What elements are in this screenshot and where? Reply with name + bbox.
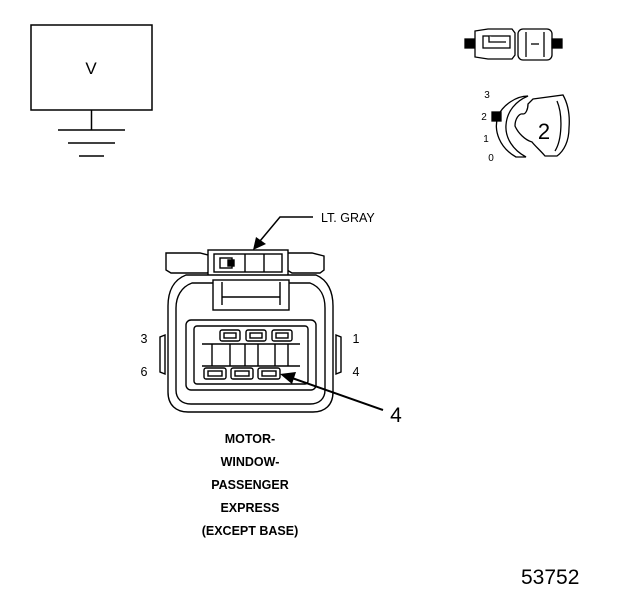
cavity-label-6: 6 bbox=[141, 365, 148, 379]
caption-line-4: EXPRESS bbox=[220, 501, 280, 515]
connector-face bbox=[159, 249, 342, 413]
voltmeter-symbol: V bbox=[85, 59, 97, 78]
cavity-label-3: 3 bbox=[141, 332, 148, 346]
connector-callout: 4 bbox=[390, 404, 402, 427]
caption-line-1: MOTOR- bbox=[224, 432, 276, 446]
caption-line-3: PASSENGER bbox=[211, 478, 289, 492]
terminal-pin-label-2: 2 bbox=[481, 112, 487, 123]
terminal-pin-label-1: 1 bbox=[483, 134, 489, 145]
terminal-pin-label-0: 0 bbox=[488, 153, 494, 164]
cavity-label-4: 4 bbox=[353, 365, 360, 379]
figure-number: 53752 bbox=[521, 566, 580, 589]
caption-line-2: WINDOW- bbox=[220, 455, 280, 469]
terminal-pictogram bbox=[464, 28, 563, 61]
terminal-key-pictogram bbox=[491, 94, 570, 158]
terminal-pin-label-3: 3 bbox=[484, 90, 490, 101]
connector-caption: MOTOR- WINDOW- PASSENGER EXPRESS (EXCEPT… bbox=[150, 428, 350, 543]
cavity-label-1: 1 bbox=[353, 332, 360, 346]
wire-color-label: LT. GRAY bbox=[321, 211, 375, 225]
callout-arrow bbox=[280, 372, 384, 411]
caption-line-5: (EXCEPT BASE) bbox=[201, 524, 299, 538]
wire-color-leader bbox=[253, 216, 313, 250]
terminal-key-callout: 2 bbox=[538, 119, 550, 144]
voltmeter-ground-symbol bbox=[30, 24, 153, 157]
